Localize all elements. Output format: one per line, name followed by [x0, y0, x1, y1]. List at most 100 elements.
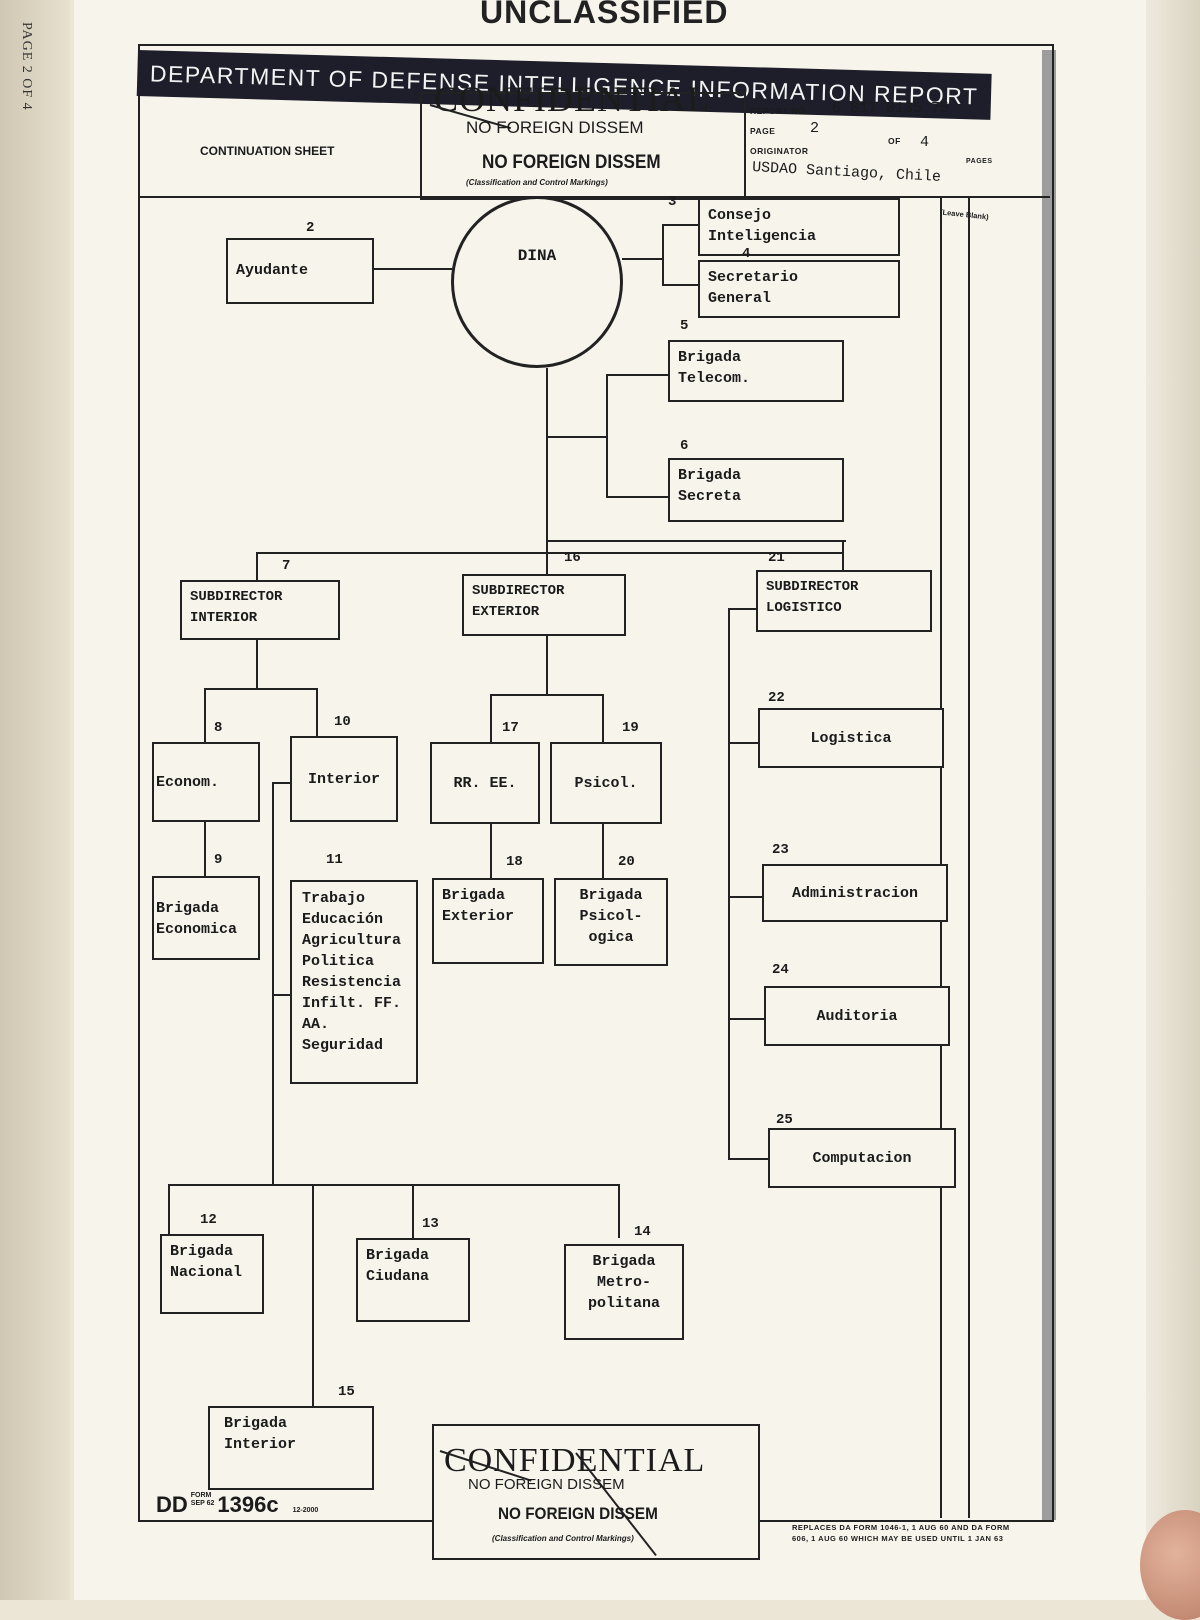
of-value: 4	[920, 134, 930, 151]
node-number: 7	[282, 558, 291, 574]
node-psicologico: Psicol.	[550, 742, 662, 824]
node-brigada-secreta: Brigada Secreta	[668, 458, 844, 522]
node-departamentos-interior: Trabajo Educación Agricultura Politica R…	[290, 880, 418, 1084]
node-economico: Econom.	[152, 742, 260, 822]
book-page-edge-right	[1140, 0, 1200, 1600]
node-relaciones-exteriores: RR. EE.	[430, 742, 540, 824]
connector	[204, 688, 318, 690]
connector	[204, 688, 206, 742]
node-number: 8	[214, 720, 223, 736]
node-number: 6	[680, 438, 689, 454]
connector	[412, 1184, 414, 1238]
report-no-value: 6 817 0135 75	[832, 100, 950, 117]
page-value: 2	[810, 120, 820, 137]
connector	[372, 268, 452, 270]
bottom-classification-box	[432, 1424, 760, 1560]
pages-label: PAGES	[966, 158, 993, 165]
connector	[168, 1184, 170, 1234]
connector	[256, 640, 258, 688]
node-interior: Interior	[290, 736, 398, 822]
node-number: 2	[306, 220, 315, 236]
connector	[168, 1184, 620, 1186]
connector	[606, 374, 668, 376]
connector	[546, 368, 548, 548]
node-number: 13	[422, 1216, 439, 1232]
connector	[728, 1158, 768, 1160]
form-number-value: 1396c	[217, 1492, 279, 1517]
node-ayudante: Ayudante	[226, 238, 374, 304]
connector	[662, 284, 698, 286]
connector	[728, 896, 762, 898]
connector	[256, 552, 844, 554]
node-number: 9	[214, 852, 223, 868]
node-number: 24	[772, 962, 789, 978]
node-number: 18	[506, 854, 523, 870]
connector	[842, 540, 844, 570]
no-foreign-dissem-typed-bottom: NO FOREIGN DISSEM	[468, 1476, 625, 1493]
connector	[272, 782, 274, 1184]
node-subdirector-exterior: SUBDIRECTOR EXTERIOR	[462, 574, 626, 636]
node-number: 14	[634, 1224, 651, 1240]
book-binding-left	[0, 0, 70, 1600]
connector	[728, 608, 756, 610]
node-brigada-ciudana: Brigada Ciudana	[356, 1238, 470, 1322]
node-brigada-telecom: Brigada Telecom.	[668, 340, 844, 402]
dina-node: DINA	[451, 196, 623, 368]
node-number: 12	[200, 1212, 217, 1228]
node-number: 5	[680, 318, 689, 334]
node-brigada-interior: Brigada Interior	[208, 1406, 374, 1490]
replaces-note: REPLACES DA FORM 1046-1, 1 AUG 60 AND DA…	[792, 1523, 1010, 1543]
connector	[618, 1184, 620, 1238]
form-date: SEP 62	[190, 1500, 215, 1507]
connector	[606, 496, 668, 498]
node-brigada-psicologica: Brigada Psicol- ogica	[554, 878, 668, 966]
node-secretario-general: Secretario General	[698, 260, 900, 318]
connector	[606, 374, 608, 498]
node-number: 20	[618, 854, 635, 870]
node-number: 11	[326, 852, 343, 868]
node-number: 25	[776, 1112, 793, 1128]
connector	[546, 436, 608, 438]
connector	[622, 258, 664, 260]
no-foreign-dissem-stamp-bottom: NO FOREIGN DISSEM	[498, 1504, 658, 1523]
dina-label: DINA	[517, 247, 557, 265]
no-foreign-dissem-typed: NO FOREIGN DISSEM	[466, 118, 644, 137]
header-divider	[140, 196, 1050, 198]
connector	[204, 822, 206, 876]
connector	[728, 742, 758, 744]
node-number: 19	[622, 720, 639, 736]
unclassified-marking: UNCLASSIFIED	[480, 0, 729, 30]
node-number: 16	[564, 550, 581, 566]
form-edition: 12-2000	[292, 1507, 319, 1514]
no-foreign-dissem-stamp: NO FOREIGN DISSEM	[482, 152, 661, 173]
connector	[662, 224, 664, 286]
node-number: 4	[742, 246, 751, 262]
connector	[490, 824, 492, 880]
connector	[490, 694, 492, 742]
connector	[546, 540, 846, 542]
node-auditoria: Auditoria	[764, 986, 950, 1046]
connector	[602, 824, 604, 880]
confidential-stamp-bottom: CONFIDENTIAL	[444, 1442, 706, 1479]
connector	[546, 540, 548, 574]
node-number: 10	[334, 714, 351, 730]
of-label: OF	[888, 136, 901, 146]
right-column-rule	[940, 196, 942, 1518]
connector	[546, 636, 548, 694]
node-computacion: Computacion	[768, 1128, 956, 1188]
node-brigada-metropolitana: Brigada Metro- politana	[564, 1244, 684, 1340]
classification-box	[420, 92, 746, 200]
form-dd: DD	[156, 1492, 188, 1517]
report-no-label: REPORT NO.	[750, 106, 808, 116]
node-number: 22	[768, 690, 785, 706]
connector	[272, 782, 290, 784]
originator-label: ORIGINATOR	[750, 146, 809, 156]
node-number: 21	[768, 550, 785, 566]
connector	[728, 608, 730, 1160]
node-logistica: Logistica	[758, 708, 944, 768]
connector	[272, 994, 290, 996]
node-subdirector-logistico: SUBDIRECTOR LOGISTICO	[756, 570, 932, 632]
connector	[662, 224, 698, 226]
